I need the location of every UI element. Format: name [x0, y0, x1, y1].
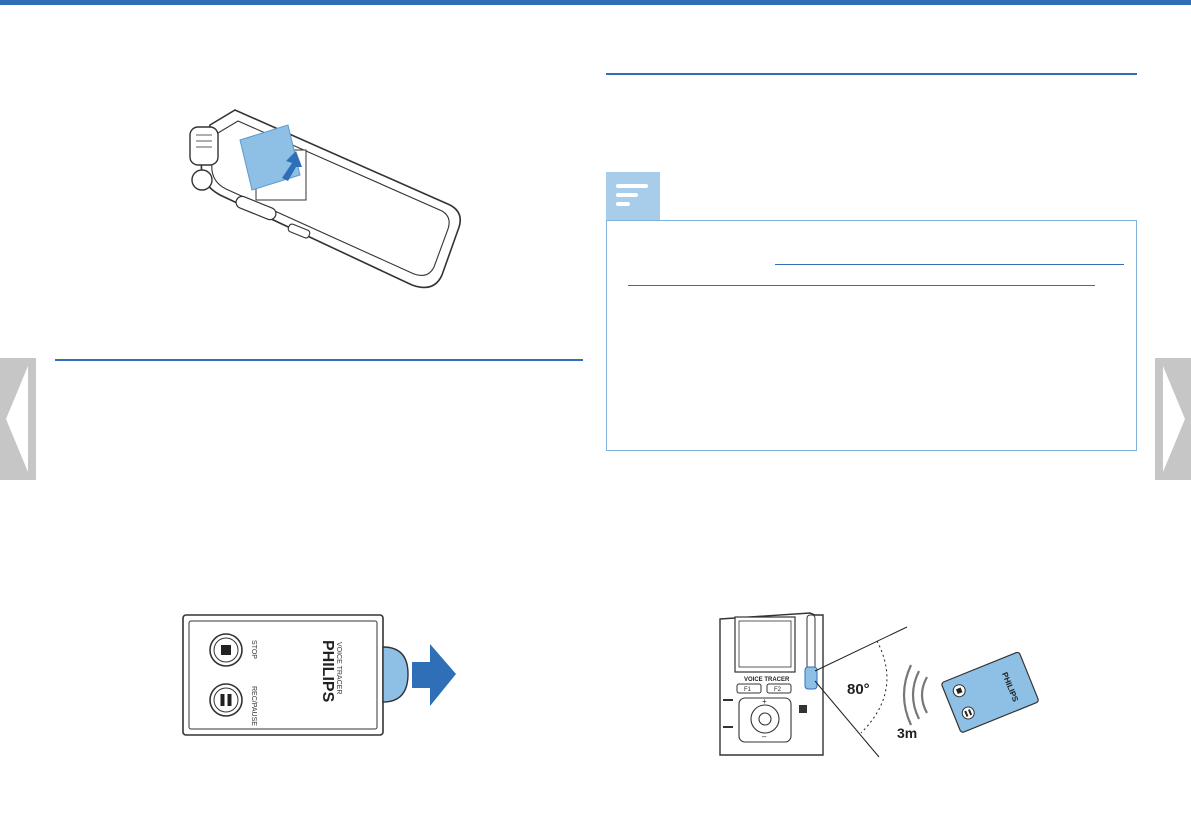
chevron-right-icon: [1163, 366, 1185, 472]
section-rule-left: [55, 359, 583, 361]
remote-brand: PHILIPS: [319, 640, 336, 703]
top-rule: [0, 0, 1191, 5]
note-link-underline-1[interactable]: [775, 264, 1124, 265]
remote-range-illustration: VOICE TRACER F1 F2 + – 80° 3m PHILIPS: [719, 612, 1039, 758]
remote-stop-label: STOP: [250, 640, 257, 659]
svg-text:–: –: [762, 732, 767, 741]
distance-label: 3m: [897, 725, 917, 741]
remote-rec-pause-label: REC/PAUSE: [250, 686, 257, 726]
pause-icon: [220, 694, 225, 706]
f1-label: F1: [744, 687, 752, 693]
stop-icon: [221, 645, 231, 655]
remote-product: VOICE TRACER: [335, 642, 342, 694]
device-brand: VOICE TRACER: [744, 677, 790, 683]
prev-page-button[interactable]: [0, 358, 36, 480]
chevron-left-icon: [6, 366, 28, 472]
next-page-button[interactable]: [1155, 358, 1191, 480]
note-link-underline-2[interactable]: [628, 285, 1095, 286]
device-film-illustration: [189, 109, 461, 289]
note-icon: [616, 184, 648, 206]
remote-control-illustration: STOP REC/PAUSE PHILIPS VOICE TRACER: [182, 614, 456, 736]
pull-arrow-icon: [412, 644, 456, 706]
f2-label: F2: [774, 687, 782, 693]
svg-text:+: +: [762, 697, 767, 706]
note-tab: [606, 172, 660, 220]
section-rule-right: [606, 73, 1137, 75]
angle-label: 80°: [847, 681, 870, 698]
note-box: [606, 220, 1137, 451]
